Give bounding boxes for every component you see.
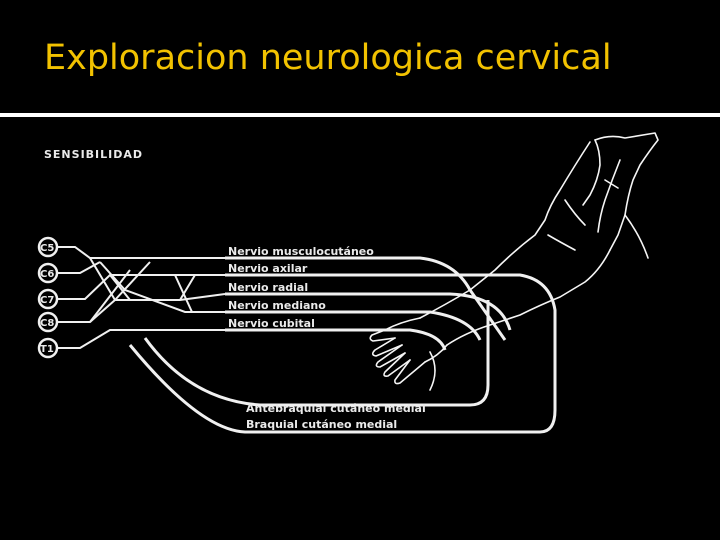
nerve-label-mediano: Nervio mediano <box>228 299 326 312</box>
nerve-label-axilar: Nervio axilar <box>228 262 308 275</box>
diagram-heading: SENSIBILIDAD <box>44 148 143 161</box>
root-t1-label: T1 <box>40 344 54 355</box>
root-c8-label: C8 <box>40 318 54 329</box>
arm-outline <box>369 132 659 391</box>
nerve-label-musculocutaneo: Nervio musculocutáneo <box>228 245 374 258</box>
spinal-roots: C5 C6 C7 C8 T1 <box>37 236 59 359</box>
root-c6-label: C6 <box>40 269 54 280</box>
nerve-label-radial: Nervio radial <box>228 281 308 294</box>
brachial-plexus-diagram: SENSIBILIDAD C5 C6 C7 C8 T1 <box>37 132 659 434</box>
nerve-labels: Nervio musculocutáneo Nervio axilar Nerv… <box>228 245 426 431</box>
title-divider <box>0 113 720 117</box>
plexus-branches <box>57 246 226 349</box>
nerve-label-antebraquial: Antebraquial cutáneo medial <box>246 402 426 415</box>
slide-title: Exploracion neurologica cervical <box>44 38 612 78</box>
nerve-label-braquial: Braquial cutáneo medial <box>246 418 397 431</box>
root-c7-label: C7 <box>40 295 54 306</box>
root-c5-label: C5 <box>40 243 54 254</box>
nerve-label-cubital: Nervio cubital <box>228 317 315 330</box>
